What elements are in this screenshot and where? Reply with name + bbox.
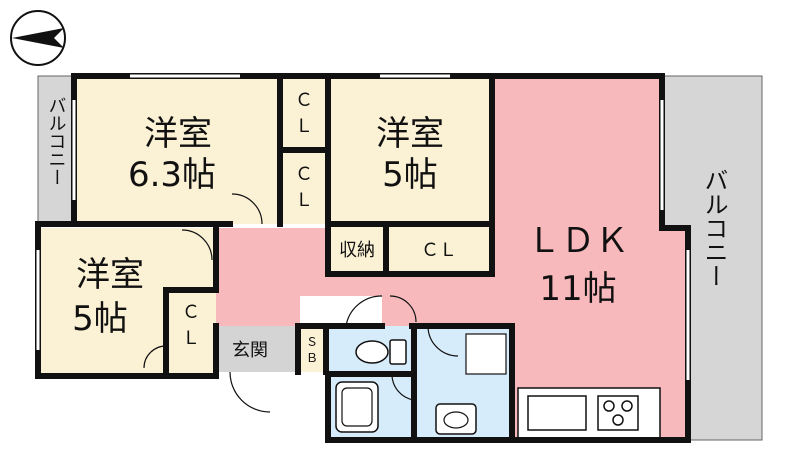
toilet-icon — [355, 339, 407, 365]
closet-3 — [386, 224, 492, 274]
door-swings — [143, 193, 459, 413]
closet-3-label: ＣＬ — [421, 240, 457, 261]
storage-label: 収納 — [339, 240, 375, 261]
balcony-left-label: バルコニー — [46, 96, 67, 186]
washbasin-icon — [435, 403, 477, 435]
windows — [36, 74, 690, 380]
closet-1-bottom: Ｌ — [295, 116, 313, 137]
closet-2-bottom: Ｌ — [295, 190, 313, 211]
bedroom-2-size: 5帖 — [382, 155, 438, 195]
closet-1 — [280, 76, 328, 150]
closet-4-top: Ｃ — [182, 302, 200, 323]
closet-2-top: Ｃ — [295, 164, 313, 185]
stove-icon — [597, 395, 639, 431]
bedroom-1-size: 6.3帖 — [128, 155, 216, 195]
shoe-box-bottom: Ｂ — [306, 351, 318, 365]
bedroom-3-name: 洋室 — [76, 255, 144, 295]
balcony-left — [37, 75, 75, 225]
sink-basin — [527, 395, 587, 431]
bedroom-3-size: 5帖 — [72, 299, 128, 339]
entrance-label: 玄関 — [232, 340, 268, 361]
storage — [328, 224, 386, 274]
bathtub-icon — [335, 381, 379, 433]
ldk-room — [216, 76, 688, 440]
closet-1-top: Ｃ — [295, 90, 313, 111]
shoe-box-top: Ｓ — [306, 335, 318, 349]
entrance — [218, 326, 298, 372]
bedroom-1 — [74, 76, 280, 224]
closet-4-bottom: Ｌ — [182, 328, 200, 349]
bedroom-1-name: 洋室 — [144, 114, 212, 154]
bedroom-2-name: 洋室 — [376, 114, 444, 154]
shoe-box — [298, 326, 326, 372]
ldk-size: 11帖 — [539, 269, 616, 309]
ldk-name: ＬＤＫ — [527, 221, 629, 261]
balcony-right-label: バルコニー — [700, 168, 728, 288]
north-arrow-icon — [10, 10, 66, 66]
closet-2 — [280, 150, 328, 224]
bedroom-2 — [328, 76, 492, 224]
washer-space — [465, 333, 507, 375]
closet-4 — [166, 290, 216, 376]
